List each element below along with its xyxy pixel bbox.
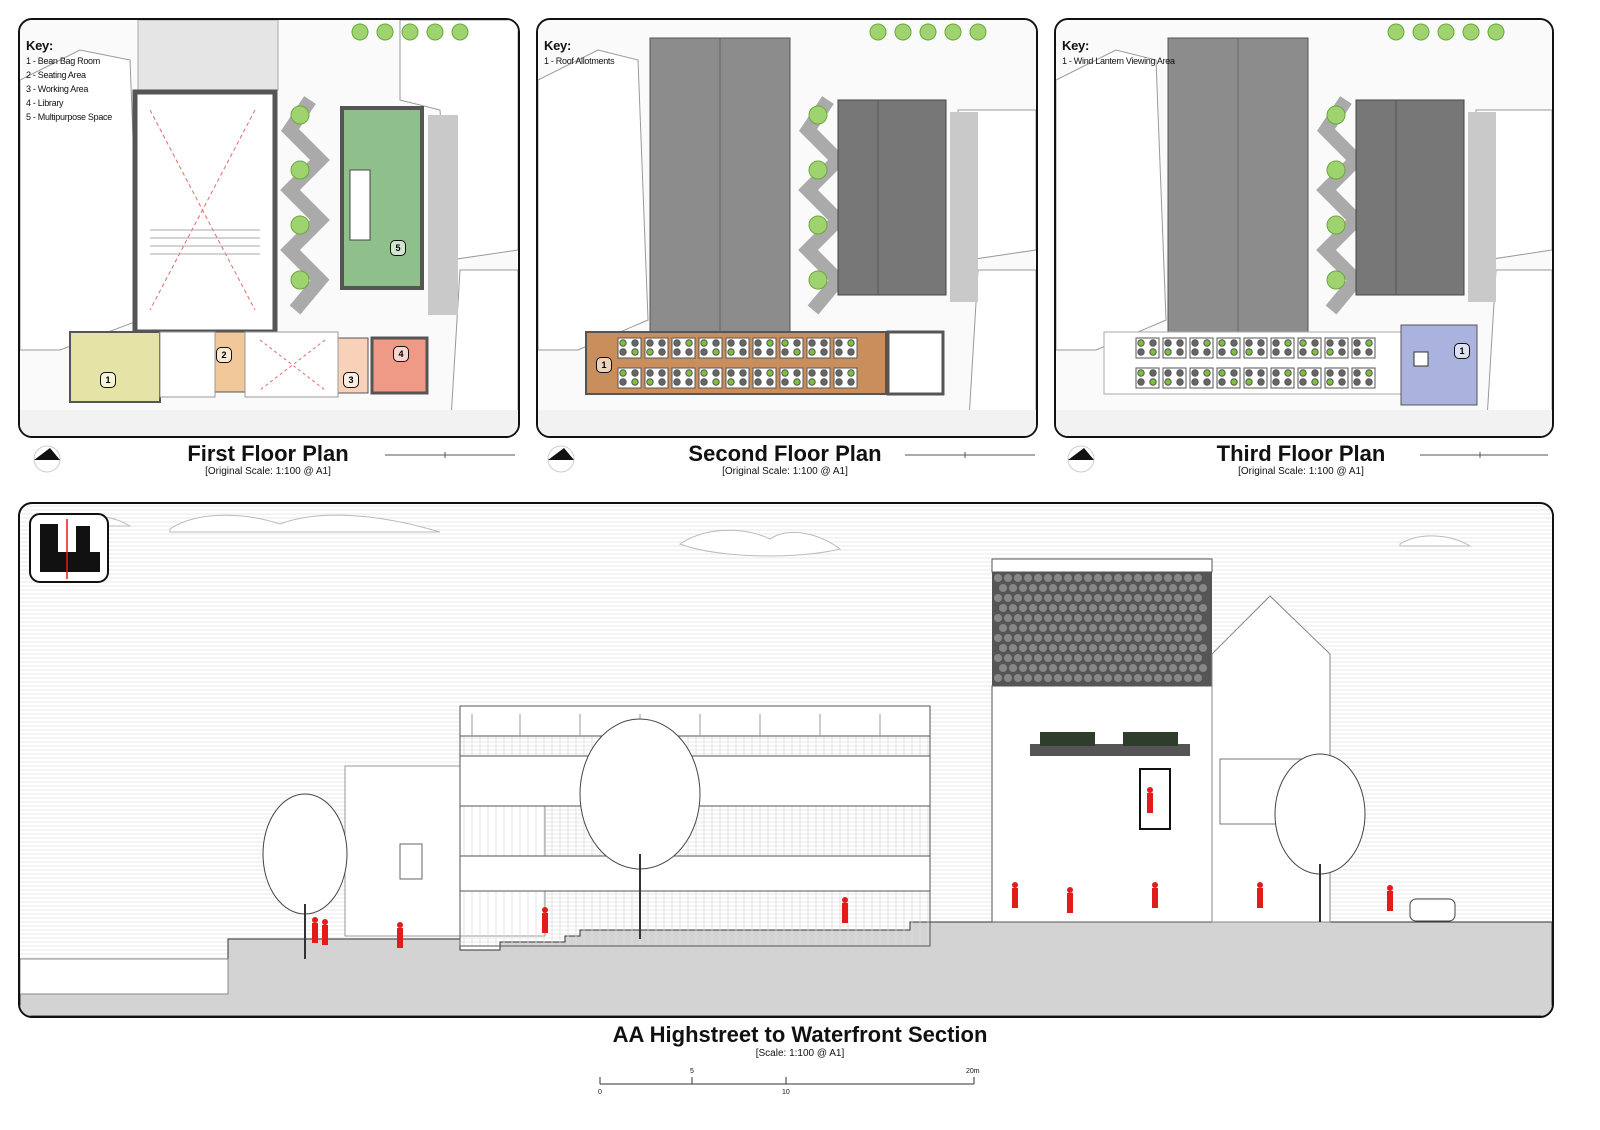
plan-title: First Floor Plan	[187, 441, 349, 466]
zone-label: 2	[216, 345, 232, 363]
section-scale: [Scale: 1:100 @ A1]	[755, 1048, 845, 1059]
north-arrow-icon	[547, 445, 575, 473]
zone-label: 1	[100, 370, 116, 388]
section-scale-bar	[599, 1077, 975, 1085]
scale-bar-label: 10	[782, 1089, 790, 1096]
zone-label: 5	[390, 238, 406, 256]
section-key-icon	[29, 513, 109, 583]
first-floor-plan-panel: Key: 1 - Bean Bag Room 2 - Seating Area …	[18, 18, 520, 438]
zone-label: 4	[393, 344, 409, 362]
key-title: Key:	[1062, 38, 1089, 53]
key-item: 2 - Seating Area	[26, 70, 86, 80]
section-panel	[18, 502, 1554, 1018]
key-item: 5 - Multipurpose Space	[26, 112, 112, 122]
plan-title: Second Floor Plan	[688, 441, 882, 466]
mini-scale-bar	[905, 452, 1035, 458]
key-title: Key:	[544, 38, 571, 53]
key-item: 1 - Wind Lantern Viewing Area	[1062, 56, 1175, 66]
first-floor-plan-drawing	[20, 20, 518, 436]
scale-bar-label: 0	[598, 1089, 602, 1096]
key-item: 1 - Bean Bag Room	[26, 56, 100, 66]
second-floor-plan-drawing	[538, 20, 1036, 436]
second-floor-plan-panel: Key: 1 - Roof Allotments 1	[536, 18, 1038, 438]
key-item: 4 - Library	[26, 98, 64, 108]
north-arrow-icon	[33, 445, 61, 473]
plan-key: Key: 1 - Wind Lantern Viewing Area	[1062, 38, 1175, 68]
plan-scale: [Original Scale: 1:100 @ A1]	[205, 466, 331, 477]
plan-scale: [Original Scale: 1:100 @ A1]	[1238, 466, 1364, 477]
zone-label: 1	[1454, 341, 1470, 359]
key-item: 3 - Working Area	[26, 84, 89, 94]
plan-key: Key: 1 - Roof Allotments	[544, 38, 615, 68]
mini-scale-bar	[385, 452, 515, 458]
scale-bar-label: 20m	[966, 1068, 980, 1075]
plan-scale: [Original Scale: 1:100 @ A1]	[722, 466, 848, 477]
section-title: AA Highstreet to Waterfront Section	[612, 1022, 988, 1047]
third-floor-plan-drawing	[1056, 20, 1552, 436]
key-title: Key:	[26, 38, 53, 53]
key-item: 1 - Roof Allotments	[544, 56, 615, 66]
scale-bar-label: 5	[690, 1068, 694, 1075]
third-floor-plan-panel: Key: 1 - Wind Lantern Viewing Area 1	[1054, 18, 1554, 438]
section-drawing	[20, 504, 1552, 1016]
mini-scale-bar	[1420, 452, 1548, 458]
plan-title: Third Floor Plan	[1216, 441, 1386, 466]
north-arrow-icon	[1067, 445, 1095, 473]
zone-label: 3	[343, 370, 359, 388]
plan-key: Key: 1 - Bean Bag Room 2 - Seating Area …	[26, 38, 112, 124]
zone-label: 1	[596, 355, 612, 373]
